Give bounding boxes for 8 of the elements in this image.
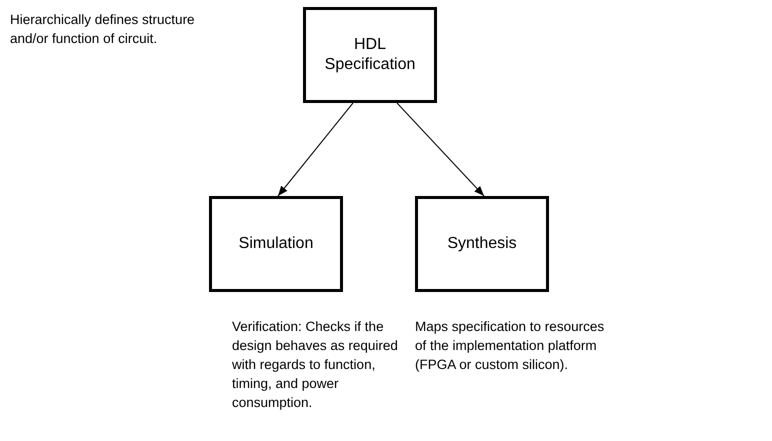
process-box: Simulation: [209, 196, 343, 292]
arrow: [278, 102, 354, 196]
description-text: Maps specification to resources of the implementation platform (FPGA or custom silicon).: [415, 318, 606, 374]
process-box: HDL Specification: [303, 7, 437, 103]
description-text: Verification: Checks if the design behaves as required with regards to function, timing, and power consumption.: [232, 318, 399, 412]
note-text: Hierarchically defines structure and/or function of circuit.: [10, 11, 196, 48]
process-box: Synthesis: [415, 196, 549, 292]
arrow: [396, 102, 484, 196]
